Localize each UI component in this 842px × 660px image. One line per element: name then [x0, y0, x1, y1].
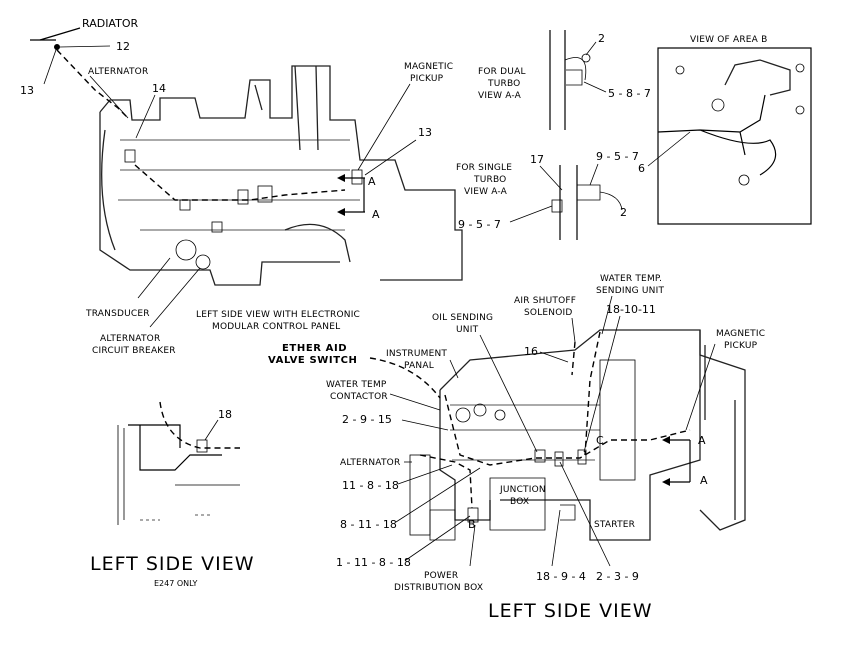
area-b-title: VIEW OF AREA B	[690, 35, 767, 45]
alt-breaker-label-1: ALTERNATOR	[100, 334, 160, 344]
section-a-lower: A	[372, 208, 380, 221]
small-caption: LEFT SIDE VIEW	[90, 553, 255, 575]
ref-8-11-18: 8 - 11 - 18	[340, 518, 397, 531]
main-left-view: OIL SENDING UNIT AIR SHUTOFF SOLENOID WA…	[268, 274, 765, 622]
air-shutoff-label-2: SOLENOID	[524, 308, 573, 318]
small-left-view: 18 LEFT SIDE VIEW E247 ONLY	[90, 401, 255, 588]
top-left-view: RADIATOR 12 13 ALTERNATOR 14 MAGNETIC PI…	[20, 17, 463, 356]
junction-box-1: JUNCTION	[499, 485, 546, 495]
ether-aid-label-2: VALVE SWITCH	[268, 355, 358, 366]
area-b-callout-6: 6	[638, 162, 645, 175]
letter-c: C	[596, 434, 604, 447]
water-temp-sending-1: WATER TEMP.	[600, 274, 662, 284]
small-subcaption: E247 ONLY	[154, 579, 198, 588]
air-shutoff-label-1: AIR SHUTOFF	[514, 296, 576, 306]
single-ref-left: 9 - 5 - 7	[458, 218, 501, 231]
section-a-upper: A	[368, 175, 376, 188]
instrument-panel-1: INSTRUMENT	[386, 349, 447, 359]
transducer-label: TRANSDUCER	[85, 309, 150, 319]
junction-box-2: BOX	[510, 497, 529, 507]
single-title-1: FOR SINGLE	[456, 163, 512, 173]
callout-13-right: 13	[418, 126, 432, 139]
top-caption-2: MODULAR CONTROL PANEL	[212, 322, 340, 332]
main-caption: LEFT SIDE VIEW	[488, 600, 653, 622]
power-box-2: DISTRIBUTION BOX	[394, 583, 483, 593]
mag-pickup-label-2: PICKUP	[410, 74, 444, 84]
callout-13-left: 13	[20, 84, 34, 97]
area-b-view: VIEW OF AREA B 6	[638, 35, 812, 225]
dual-title-3: VIEW A-A	[478, 91, 522, 101]
top-caption-1: LEFT SIDE VIEW WITH ELECTRONIC	[196, 310, 360, 320]
alt-breaker-label-2: CIRCUIT BREAKER	[92, 346, 176, 356]
water-temp-sending-2: SENDING UNIT	[596, 286, 664, 296]
single-title-2: TURBO	[473, 175, 506, 185]
starter-label: STARTER	[594, 520, 635, 530]
ref-18-10-11: 18-10-11	[606, 303, 656, 316]
dual-turbo-view: 2 FOR DUAL TURBO VIEW A-A 5 - 8 - 7	[478, 30, 651, 130]
main-mag-pickup-1: MAGNETIC	[716, 329, 765, 339]
water-temp-contactor-1: WATER TEMP	[326, 380, 387, 390]
oil-sending-label-2: UNIT	[456, 325, 479, 335]
main-mag-pickup-2: PICKUP	[724, 341, 758, 351]
radiator-label: RADIATOR	[82, 17, 138, 30]
main-alternator-label: ALTERNATOR	[340, 458, 400, 468]
water-temp-contactor-2: CONTACTOR	[330, 392, 388, 402]
single-callout-17: 17	[530, 153, 544, 166]
single-callout-2: 2	[620, 206, 627, 219]
dual-title-2: TURBO	[487, 79, 520, 89]
ref-2-3-9: 2 - 3 - 9	[596, 570, 639, 583]
small-callout-18: 18	[218, 408, 232, 421]
main-section-a-upper: A	[698, 434, 706, 447]
ref-11-8-18: 11 - 8 - 18	[342, 479, 399, 492]
power-box-1: POWER	[424, 571, 458, 581]
mag-pickup-label-1: MAGNETIC	[404, 62, 453, 72]
area-b-frame	[657, 47, 812, 225]
alternator-label: ALTERNATOR	[88, 67, 148, 77]
oil-sending-label-1: OIL SENDING	[432, 313, 493, 323]
ref-18-9-4: 18 - 9 - 4	[536, 570, 586, 583]
single-ref-top: 9 - 5 - 7	[596, 150, 639, 163]
instrument-panel-2: PANAL	[404, 361, 434, 371]
callout-14: 14	[152, 82, 166, 95]
ref-2-9-15: 2 - 9 - 15	[342, 413, 392, 426]
callout-12: 12	[116, 40, 130, 53]
ether-aid-label-1: ETHER AID	[282, 343, 347, 354]
dual-ref: 5 - 8 - 7	[608, 87, 651, 100]
dual-callout-2: 2	[598, 32, 605, 45]
main-section-a-lower: A	[700, 474, 708, 487]
letter-b: B	[468, 518, 476, 531]
dual-title-1: FOR DUAL	[478, 67, 526, 77]
single-title-3: VIEW A-A	[464, 187, 508, 197]
single-turbo-view: 17 9 - 5 - 7 FOR SINGLE TURBO VIEW A-A 9…	[456, 150, 639, 240]
ref-1-11-8-18: 1 - 11 - 8 - 18	[336, 556, 411, 569]
main-callout-16: 16	[524, 345, 538, 358]
